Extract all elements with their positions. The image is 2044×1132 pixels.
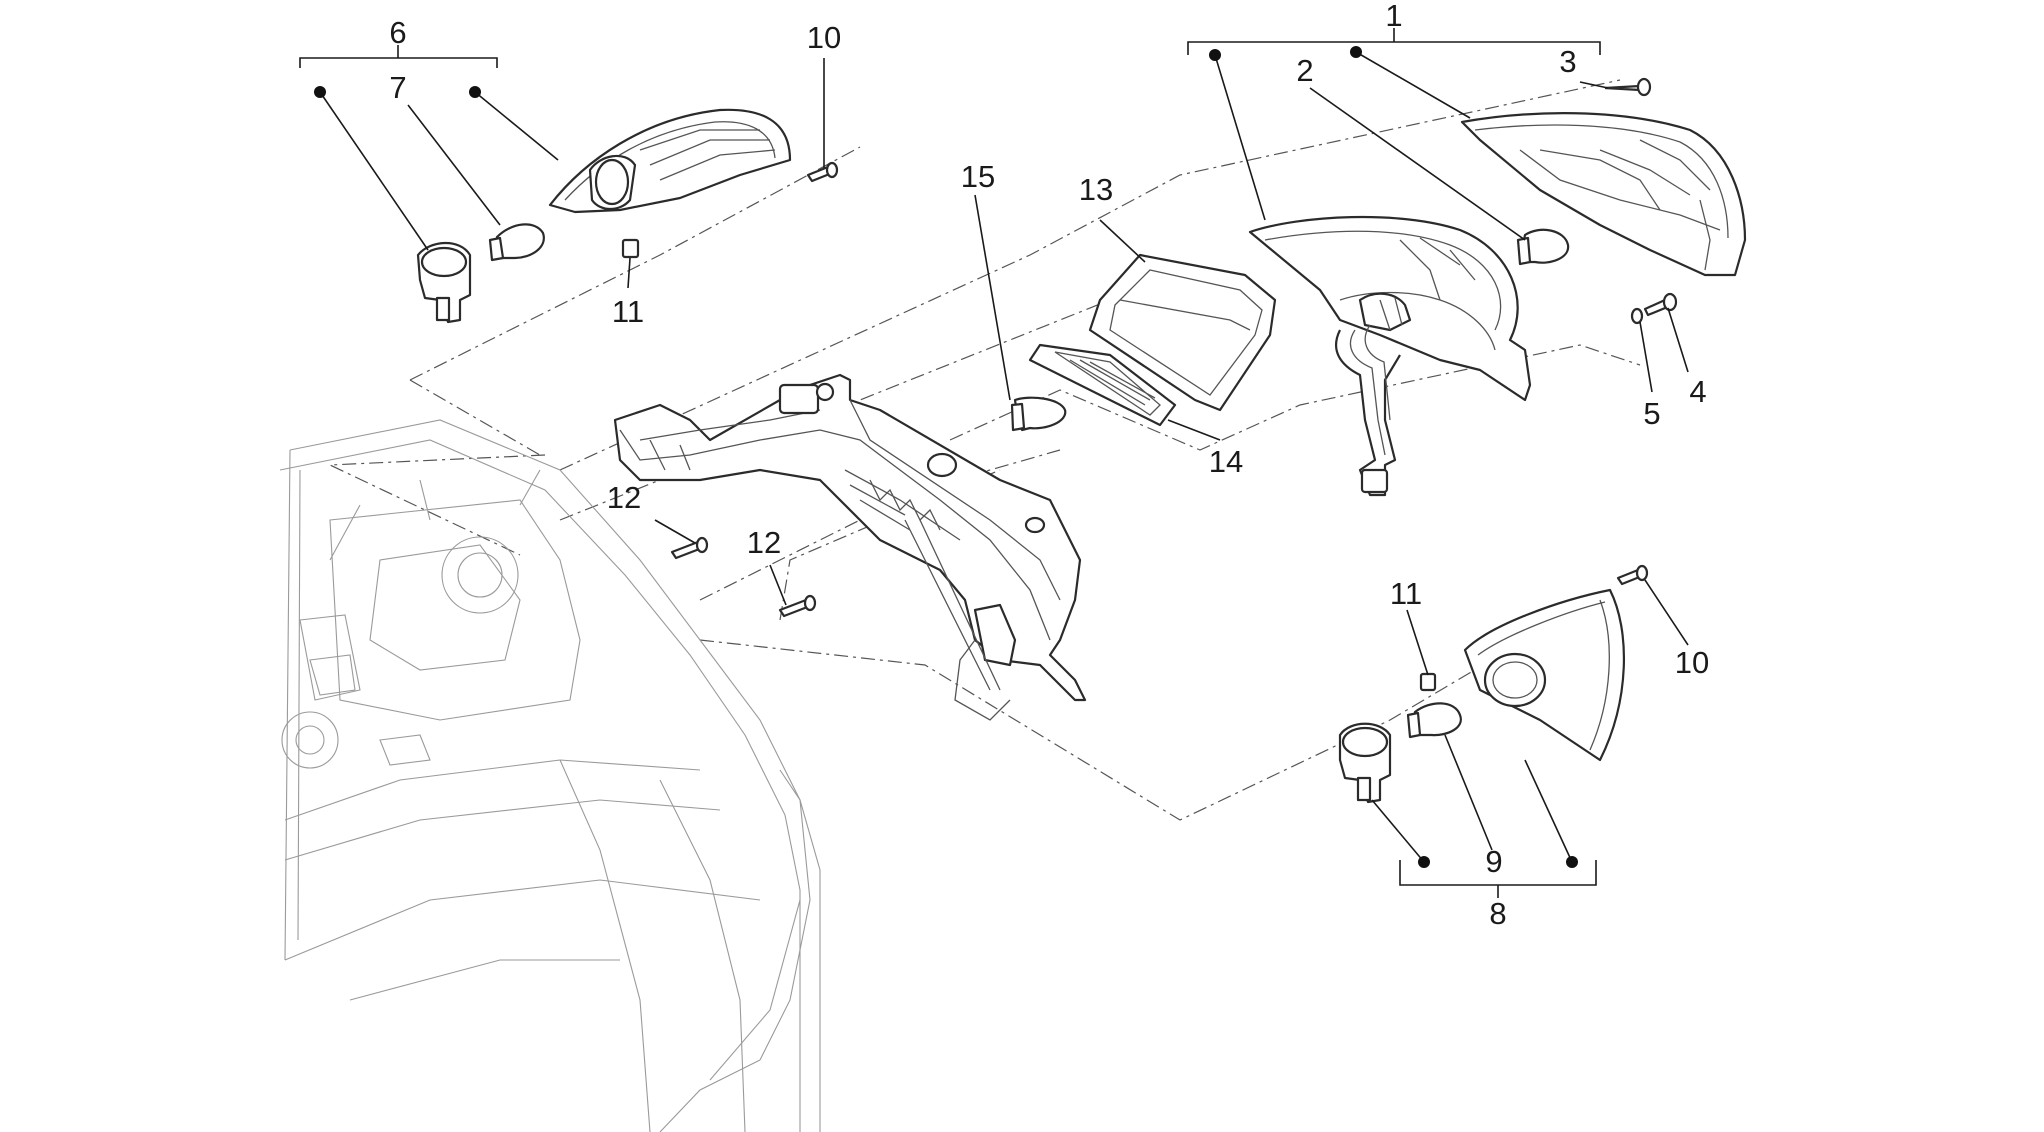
vehicle-rear-body [279, 419, 821, 1132]
callout-11-left: 11 [612, 294, 644, 329]
callout-12-right: 12 [747, 525, 781, 560]
callout-10-right: 10 [1675, 645, 1709, 680]
callout-3: 3 [1559, 44, 1576, 79]
tail-light-lens [1460, 112, 1747, 277]
bullet-dots [314, 46, 1578, 868]
callout-1: 1 [1385, 0, 1402, 33]
tail-light-washer-5 [1630, 307, 1644, 325]
left-turn-signal-socket [416, 241, 472, 324]
right-turn-signal-lens [1463, 588, 1626, 762]
tail-light-screw-3 [1604, 77, 1652, 97]
callout-7: 7 [389, 70, 406, 105]
licence-light-bulb [1010, 396, 1067, 432]
callout-8: 8 [1489, 896, 1506, 931]
right-screw-10 [1616, 564, 1649, 586]
licence-plate-light-lens [1028, 343, 1177, 427]
right-clip-11 [1419, 672, 1437, 692]
callout-10-left: 10 [807, 20, 841, 55]
left-turn-signal-bulb [488, 223, 545, 262]
tail-light-bulb [1516, 228, 1570, 266]
callout-15: 15 [961, 159, 995, 194]
left-screw-10 [806, 161, 839, 183]
callout-12-left: 12 [607, 480, 641, 515]
callout-5: 5 [1643, 396, 1660, 431]
tail-light-screw-4 [1643, 292, 1678, 317]
callout-labels: 1 2 3 4 5 6 7 8 9 10 10 11 11 12 12 13 1… [389, 0, 1709, 931]
body-screw-12b [778, 594, 817, 618]
callout-4: 4 [1689, 374, 1706, 409]
licence-plate-light-housing [1088, 253, 1277, 412]
leader-lines [299, 28, 1689, 898]
right-turn-signal-bulb [1406, 702, 1462, 739]
callout-9: 9 [1485, 844, 1502, 879]
callout-13: 13 [1079, 172, 1113, 207]
callout-2: 2 [1296, 53, 1313, 88]
body-screw-12a [670, 536, 709, 560]
callout-11-right: 11 [1390, 576, 1422, 611]
callout-6: 6 [389, 15, 406, 50]
right-turn-signal-socket [1338, 722, 1392, 804]
tail-light-body [1248, 215, 1532, 497]
left-turn-signal-lens [548, 108, 792, 214]
left-clip-11 [621, 238, 640, 259]
callout-14: 14 [1209, 444, 1243, 479]
central-bracket [613, 373, 1087, 721]
